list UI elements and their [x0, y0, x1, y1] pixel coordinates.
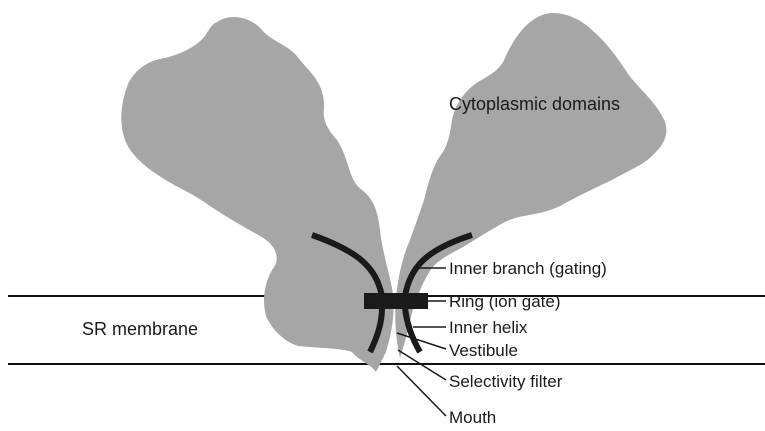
ion-gate-ring: [364, 293, 428, 309]
leader-mouth: [397, 366, 446, 416]
right-inner-helix: [405, 308, 420, 352]
label-vestibule: Vestibule: [449, 341, 518, 360]
label-inner-helix: Inner helix: [449, 318, 528, 337]
label-sr-membrane: SR membrane: [82, 319, 198, 339]
label-mouth: Mouth: [449, 408, 496, 427]
label-inner-branch: Inner branch (gating): [449, 259, 607, 278]
label-ring: Ring (ion gate): [449, 292, 561, 311]
label-selectivity-filter: Selectivity filter: [449, 372, 563, 391]
label-cytoplasmic-domains: Cytoplasmic domains: [449, 94, 620, 114]
